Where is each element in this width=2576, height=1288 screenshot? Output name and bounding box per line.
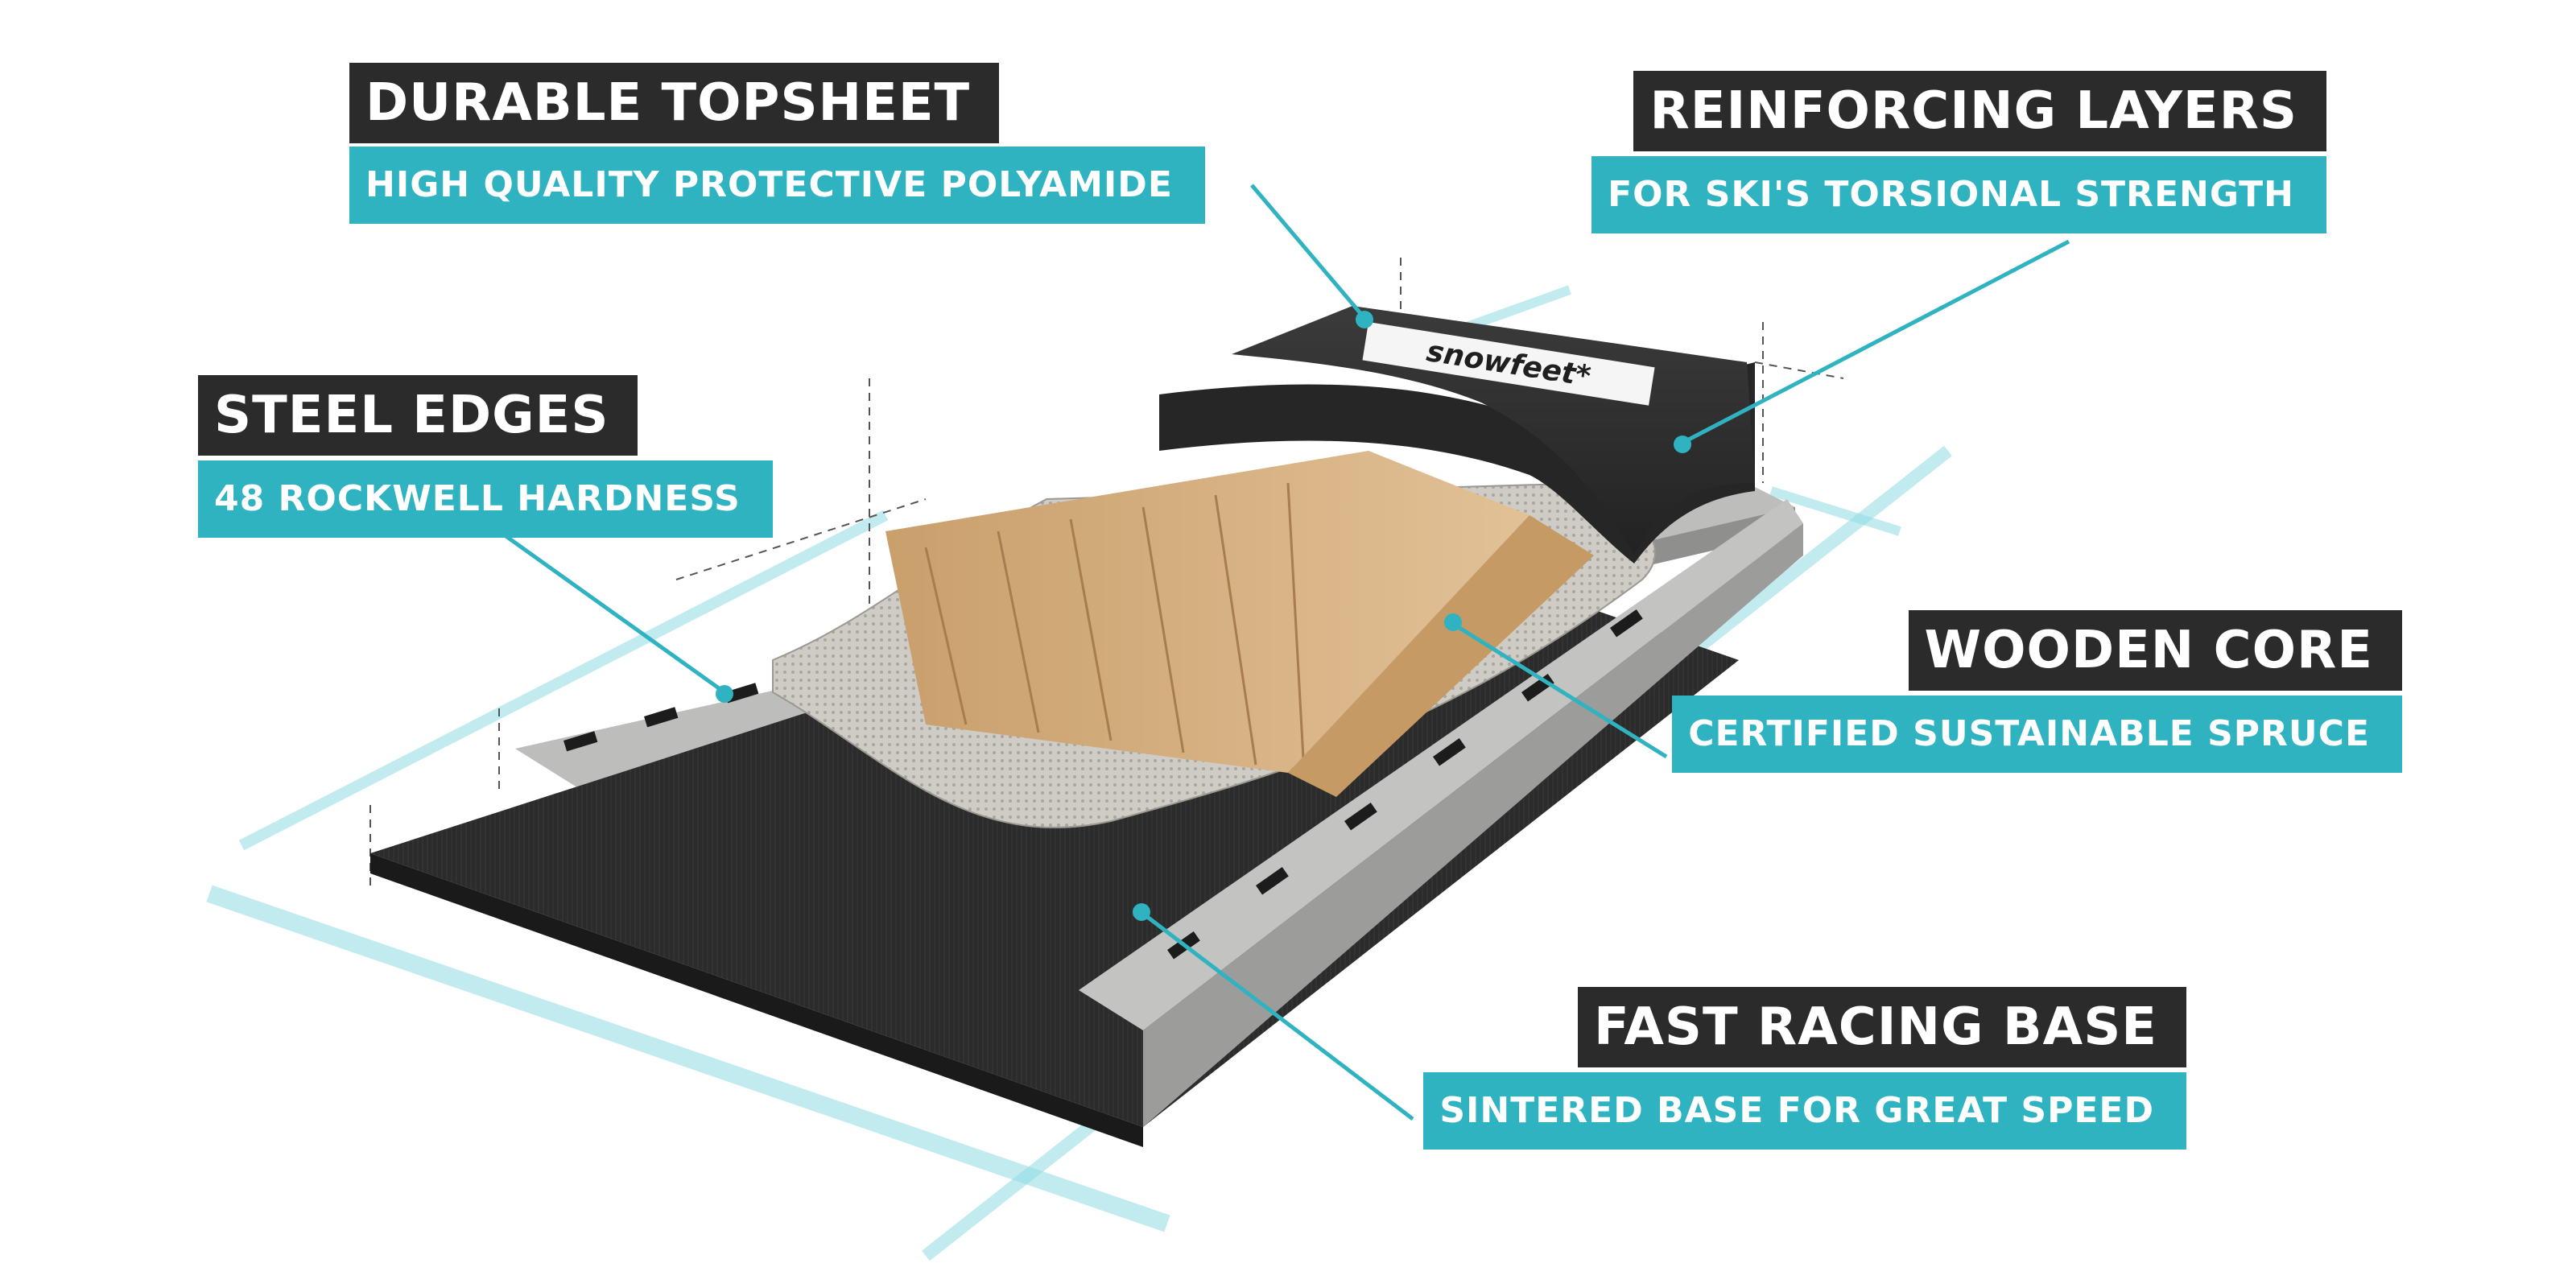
leader-dots [716,311,1691,921]
leader-lines [497,184,2070,1121]
callout-core-title: WOODEN CORE [1908,610,2402,691]
callout-reinforcing-title: REINFORCING LAYERS [1633,71,2326,151]
callout-reinforcing: REINFORCING LAYERS FOR SKI'S TORSIONAL S… [1530,71,2326,240]
construction-lines [369,258,1844,886]
steel-edge-teeth [564,609,1643,960]
callout-core-subtitle: CERTIFIED SUSTAINABLE SPRUCE [1672,696,2402,773]
callout-topsheet-title: DURABLE TOPSHEET [349,63,1000,143]
callout-topsheet-subtitle: HIGH QUALITY PROTECTIVE POLYAMIDE [349,147,1205,224]
callout-edges-title: STEEL EDGES [198,375,638,456]
wooden-core [886,451,1594,797]
callout-core: WOODEN CORE CERTIFIED SUSTAINABLE SPRUCE [1610,610,2402,779]
callout-edges: STEEL EDGES 48 ROCKWELL HARDNESS [198,375,842,544]
callout-base: FAST RACING BASE SINTERED BASE FOR GREAT… [1368,987,2186,1156]
callout-edges-subtitle: 48 ROCKWELL HARDNESS [198,460,773,538]
callout-reinforcing-subtitle: FOR SKI'S TORSIONAL STRENGTH [1591,156,2326,233]
callout-base-title: FAST RACING BASE [1577,987,2186,1067]
callout-topsheet: DURABLE TOPSHEET HIGH QUALITY PROTECTIVE… [349,63,1251,224]
callout-base-subtitle: SINTERED BASE FOR GREAT SPEED [1423,1072,2186,1150]
